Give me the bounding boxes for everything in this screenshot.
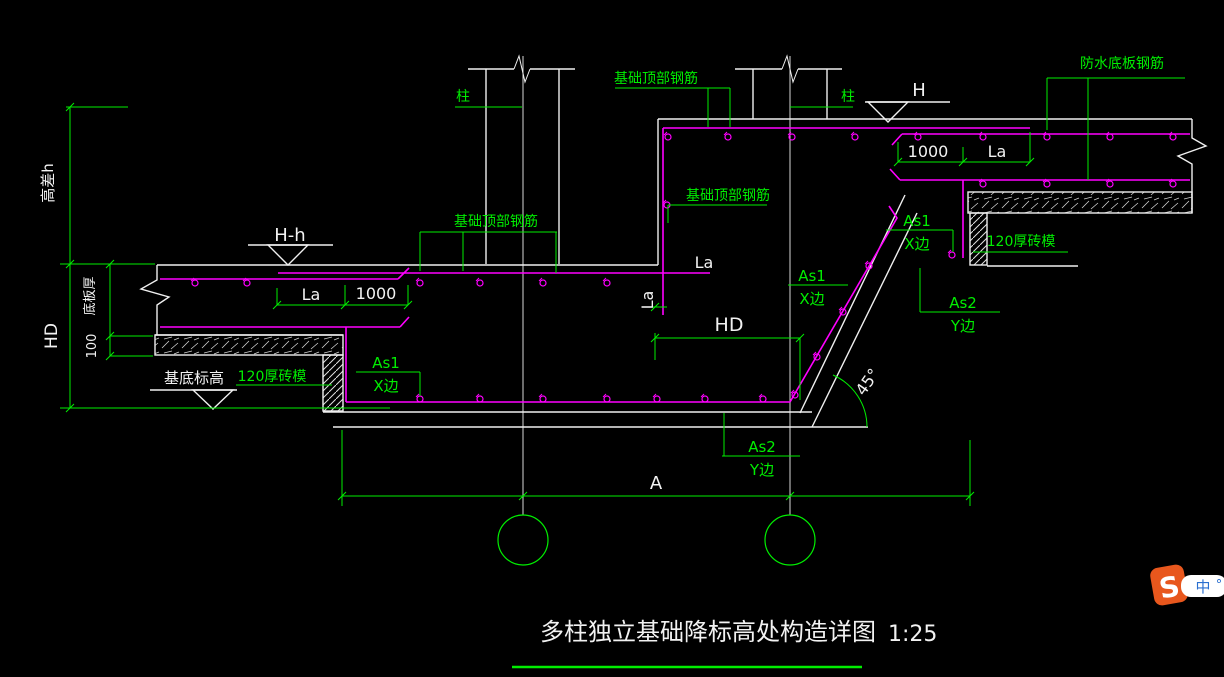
watermark-character: 中 (1195, 578, 1210, 596)
top-rebar-label-mid: 基础顶部钢筋 (686, 187, 770, 204)
dim-bedding-label: 100 (85, 334, 100, 359)
as2-label-bottom: As2 (748, 438, 776, 456)
dim-height-diff-label: 高差h (39, 163, 57, 203)
dim-slab-thickness-line (109, 264, 153, 357)
top-rebar-label-top: 基础顶部钢筋 (614, 70, 698, 87)
column-left-label: 柱 (456, 89, 470, 105)
bedding-right (967, 191, 1193, 214)
waterproof-rebar-label: 防水底板钢筋 (1080, 55, 1164, 72)
dim-la-vertical-label: La (638, 291, 657, 310)
as1-leader-upper (886, 229, 954, 252)
bedding-left (154, 334, 344, 356)
y-side-label-bottom: Y边 (749, 461, 774, 479)
as2-label-right: As2 (949, 294, 977, 312)
watermark-s-badge (1150, 564, 1188, 606)
level-symbol-upper (865, 101, 950, 123)
left-break-edge (139, 265, 171, 335)
level-base-label: 基底标高 (164, 369, 224, 387)
right-break-edge (1176, 119, 1208, 213)
dim-hd-mid (654, 333, 801, 400)
dim-total-width (341, 430, 971, 506)
dim-1000-left-label: 1000 (356, 284, 397, 303)
rebar-slope-bar (789, 205, 898, 403)
brick-formwork-label-left: 120厚砖模 (238, 369, 307, 385)
as2-leader-bottom (722, 413, 800, 457)
dim-hd-mid-label: HD (715, 314, 744, 336)
dim-a-label: A (650, 473, 663, 494)
x-side-label-slope: X边 (799, 290, 824, 308)
level-lowered-label: H-h (274, 225, 305, 246)
top-rebar-leader-left (419, 231, 557, 273)
rebar-top-left-slab (160, 267, 410, 280)
brick-formwork-label-right: 120厚砖模 (987, 234, 1056, 250)
grid-bubble-right (764, 514, 816, 566)
level-upper-label: H (912, 80, 926, 101)
column-right-label: 柱 (841, 89, 855, 105)
dim-slab-thickness-label: 底板厚 (82, 276, 98, 315)
column-left-break (513, 54, 531, 84)
waterproof-leader (1046, 77, 1185, 180)
watermark-logo: S 中 ° (1150, 564, 1224, 606)
dim-la-right-label: La (988, 142, 1007, 161)
dim-height-diff-line (60, 106, 390, 409)
level-symbol-lowered (248, 244, 333, 266)
top-rebar-leader-mid (667, 204, 767, 223)
dim-hd-left-label: HD (42, 323, 62, 349)
watermark-degree: ° (1216, 578, 1223, 593)
x-side-label-left: X边 (373, 377, 398, 395)
as2-leader-right (919, 268, 1000, 313)
watermark-pill (1181, 575, 1224, 597)
dimension-lines (60, 77, 1185, 669)
drawing-title: 多柱独立基础降标高处构造详图 (540, 618, 876, 646)
drawing-scale: 1:25 (888, 622, 937, 647)
as1-label-left: As1 (372, 354, 400, 372)
rebar-bottom-left-slab (160, 316, 410, 328)
slope-line-inner (799, 194, 906, 414)
x-side-label-upper: X边 (904, 235, 929, 253)
dim-angle-arc (832, 374, 868, 428)
as1-leader-left (356, 371, 421, 396)
level-symbol-base (150, 389, 237, 410)
dim-1000-la-right (897, 132, 1031, 163)
dim-la-1000-left (276, 285, 409, 306)
dim-la-vertical (645, 302, 667, 312)
y-side-label-right: Y边 (950, 317, 975, 335)
dim-la-mid-label: La (695, 253, 714, 272)
slope-line-outer (811, 212, 918, 428)
dim-1000-right-label: 1000 (908, 142, 949, 161)
brick-formwork-left (322, 354, 344, 412)
top-rebar-label-left: 基础顶部钢筋 (454, 213, 538, 230)
brick-formwork-right (969, 212, 988, 266)
grid-bubble-left (497, 514, 549, 566)
dim-la-left-label: La (302, 285, 321, 304)
top-rebar-leader-top (615, 87, 731, 127)
column-right-outline (735, 68, 842, 119)
column-left-outline (468, 68, 575, 264)
as1-label-upper: As1 (903, 212, 931, 230)
as1-label-slope: As1 (798, 267, 826, 285)
